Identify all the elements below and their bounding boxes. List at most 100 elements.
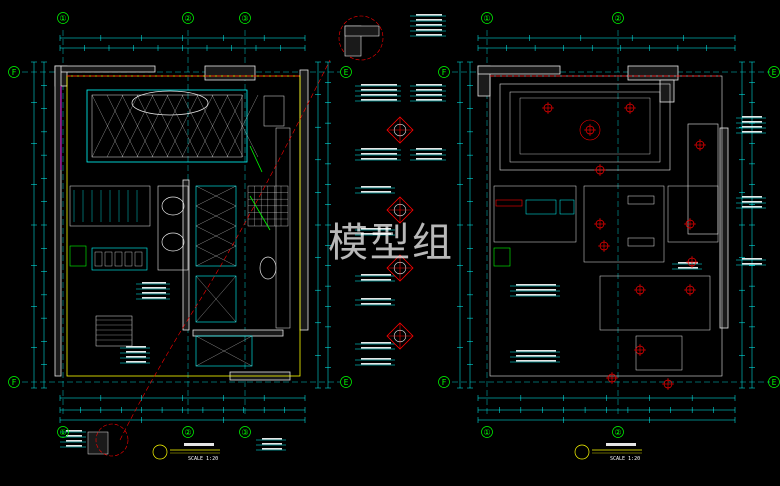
ceiling-recess <box>509 91 661 163</box>
shower-area <box>195 185 237 267</box>
note-text-stub <box>361 358 391 360</box>
title-text-stub <box>606 443 636 446</box>
note-text-stub <box>142 282 166 284</box>
note-text-stub <box>66 430 82 432</box>
tile-diagonal <box>166 94 199 158</box>
section-marker-hub <box>393 123 407 137</box>
note-text-stub <box>66 445 82 447</box>
wall-segment <box>54 65 156 73</box>
section-marker-hub <box>393 203 407 217</box>
light-box <box>525 199 557 215</box>
annotation-leaders <box>60 14 766 451</box>
ceiling-inner <box>519 97 651 155</box>
vanity-counter <box>69 185 151 227</box>
tile-diagonal <box>136 94 169 158</box>
cabinet-door <box>134 251 143 267</box>
grid-bubble-side-circle <box>8 66 20 78</box>
corner-detail <box>344 25 380 37</box>
stair-detail <box>95 315 133 347</box>
grid-bubble-side-label: E <box>772 68 777 77</box>
red-leader-curve <box>119 59 331 441</box>
tile-diagonal <box>226 94 259 158</box>
note-text-stub <box>262 443 282 445</box>
title-bubble <box>574 444 590 460</box>
grid-bubble-side-circle <box>8 376 20 388</box>
note-text-stub <box>361 186 391 188</box>
note-text-stub <box>416 29 442 31</box>
note-text-stub <box>66 435 82 437</box>
entry-tile-area <box>195 335 253 367</box>
vent <box>627 195 655 205</box>
tile-border <box>91 94 243 158</box>
note-text-stub <box>416 14 442 16</box>
hinged-panel <box>263 95 285 127</box>
tile-diagonal <box>91 94 124 158</box>
note-text-stub <box>361 94 397 96</box>
note-text-stub <box>361 89 397 91</box>
ceiling-zone <box>493 185 577 243</box>
grid-bubble-side-circle <box>340 66 352 78</box>
cabinet <box>91 247 148 271</box>
cabinet-door <box>124 251 133 267</box>
grid-bubble-top-label: ② <box>184 14 191 23</box>
light-box <box>559 199 575 215</box>
grid-bubble-top-label: ③ <box>241 14 248 23</box>
note-text-stub <box>126 346 146 348</box>
note-text-stub <box>361 99 397 101</box>
small-detail <box>87 431 109 455</box>
ceiling-zone <box>599 275 711 331</box>
tile-diagonal <box>151 94 184 158</box>
floor-outline <box>489 75 723 377</box>
drawing-titles: SCALE 1:20 SCALE 1:20 <box>152 443 642 462</box>
wall-segment <box>182 179 190 331</box>
grid-bubble-top-label: ① <box>59 14 66 23</box>
tile-diagonal <box>195 205 237 227</box>
door-swing <box>249 195 271 231</box>
grid-bubble-bottom-circle <box>612 426 624 438</box>
wall-segment <box>54 65 62 377</box>
note-text-stub <box>361 148 397 150</box>
title-scale: SCALE 1:20 <box>188 456 218 462</box>
wall-segment <box>627 65 679 81</box>
grid-bubble-side-label: E <box>344 378 349 387</box>
note-text-stub <box>361 274 391 276</box>
red-section-markers <box>95 59 706 457</box>
tile-diagonal <box>195 185 237 207</box>
note-text-stub <box>742 258 762 260</box>
note-text-stub <box>416 148 442 150</box>
note-text-stub <box>742 206 762 208</box>
grid-bubble-bottom-label: ① <box>59 428 66 437</box>
grid-bubble-top-circle <box>612 12 624 24</box>
sink-basin <box>161 232 185 252</box>
note-text-stub <box>516 284 556 286</box>
note-text-stub <box>361 347 391 349</box>
note-text-stub <box>416 89 442 91</box>
watermark-text: 模型组 <box>328 220 454 266</box>
note-text-stub <box>742 196 762 198</box>
note-text-stub <box>361 158 397 160</box>
note-text-stub <box>416 153 442 155</box>
title-scale: SCALE 1:20 <box>610 456 640 462</box>
title-text-stub <box>184 443 214 446</box>
note-text-stub <box>742 116 762 118</box>
note-text-stub <box>126 351 146 353</box>
note-text-stub <box>142 292 166 294</box>
green-fixture <box>493 247 511 267</box>
grid-bubble-bottom-circle <box>239 426 251 438</box>
bathtub <box>131 90 209 116</box>
wall-segment <box>299 69 309 331</box>
note-text-stub <box>416 34 442 36</box>
note-text-stub <box>516 355 556 357</box>
note-text-stub <box>416 84 442 86</box>
note-text-stub <box>416 94 442 96</box>
grid-bubble-top-circle <box>239 12 251 24</box>
grid-bubble-bottom-label: ② <box>184 428 191 437</box>
sink-basin <box>161 196 185 216</box>
tile-diagonal <box>211 94 244 158</box>
note-text-stub <box>361 228 391 230</box>
double-sink-counter <box>157 185 189 271</box>
note-text-stub <box>361 191 391 193</box>
wall-segment <box>477 65 561 75</box>
closet <box>275 127 291 329</box>
